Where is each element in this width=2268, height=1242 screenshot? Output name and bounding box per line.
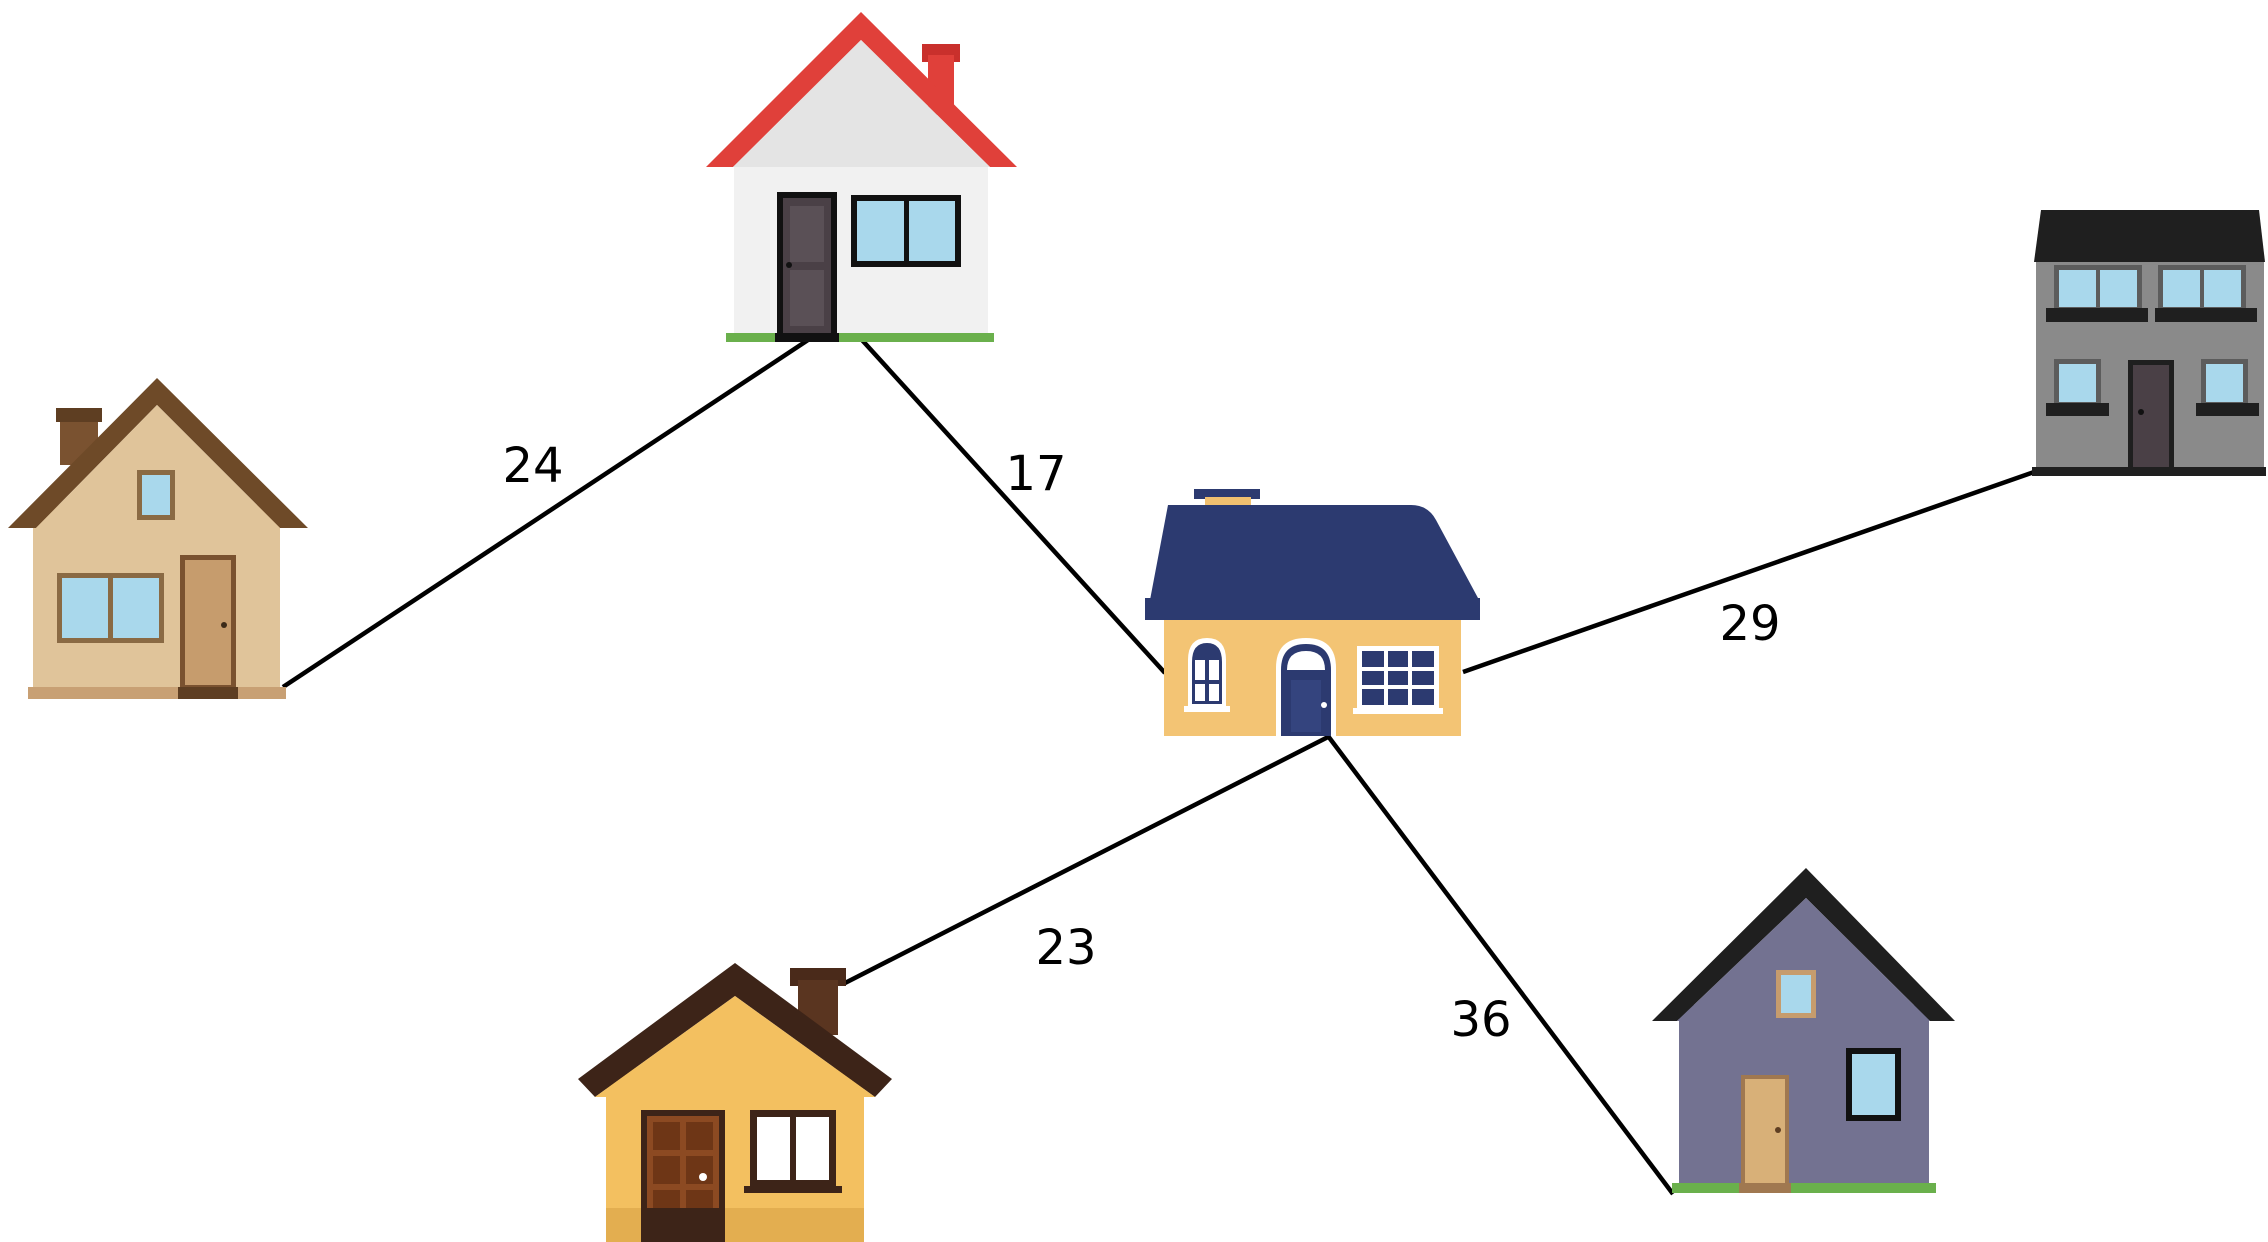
yellow-navy-roof-house-icon — [1145, 489, 1480, 736]
edges — [281, 338, 2038, 1196]
edge-label-white-central: 17 — [1005, 446, 1066, 502]
edge-label-central-yellow: 23 — [1035, 920, 1096, 976]
edge-labels: 24 17 29 23 36 — [502, 438, 1780, 1048]
edge-central-gray — [1462, 468, 2038, 675]
purple-house-icon — [1652, 868, 1955, 1193]
white-red-roof-house-icon — [706, 12, 1017, 342]
edge-tan-white — [281, 338, 810, 689]
edge-central-yellow — [843, 733, 1332, 986]
edge-label-central-gray: 29 — [1719, 596, 1780, 652]
gray-townhouse-icon — [2032, 210, 2266, 476]
edge-label-central-purple: 36 — [1450, 992, 1511, 1048]
edge-label-tan-white: 24 — [502, 438, 563, 494]
tan-house-icon — [8, 378, 308, 699]
edge-white-central — [860, 338, 1167, 675]
edge-central-purple — [1326, 734, 1675, 1196]
yellow-brown-roof-house-icon — [578, 963, 892, 1242]
